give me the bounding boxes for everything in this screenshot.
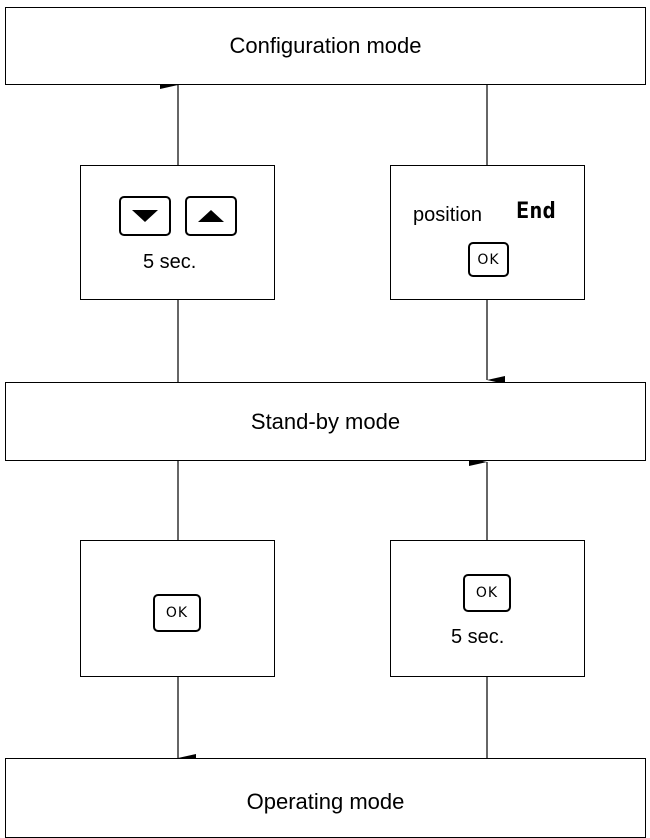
enter-operating-step-box: OK bbox=[80, 540, 275, 677]
position-label: position bbox=[413, 204, 482, 226]
arrow-up-key bbox=[185, 196, 237, 236]
arrow-down-key bbox=[119, 196, 171, 236]
ok-key: OK bbox=[153, 594, 201, 632]
operating-mode-label: Operating mode bbox=[246, 789, 405, 814]
operating-mode-box: Operating mode bbox=[5, 758, 646, 838]
ok-key-label: OK bbox=[475, 585, 499, 601]
enter-config-hold-label: 5 sec. bbox=[143, 251, 197, 273]
exit-operating-hold-label: 5 sec. bbox=[451, 626, 505, 648]
standby-mode-box: Stand-by mode bbox=[5, 382, 646, 461]
ok-key: OK bbox=[463, 574, 511, 612]
end-display-readout: End bbox=[516, 199, 556, 224]
ok-key-label: OK bbox=[165, 605, 189, 621]
configuration-mode-label: Configuration mode bbox=[229, 33, 422, 58]
arrow-down-icon bbox=[132, 210, 158, 222]
arrow-up-icon bbox=[198, 210, 224, 222]
ok-key-label: OK bbox=[477, 251, 500, 268]
exit-config-step-box: position End OK bbox=[390, 165, 585, 300]
enter-config-step-box: 5 sec. bbox=[80, 165, 275, 300]
configuration-mode-box: Configuration mode bbox=[5, 7, 646, 85]
standby-mode-label: Stand-by mode bbox=[250, 408, 401, 434]
ok-key: OK bbox=[468, 242, 509, 277]
exit-operating-step-box: OK 5 sec. bbox=[390, 540, 585, 677]
